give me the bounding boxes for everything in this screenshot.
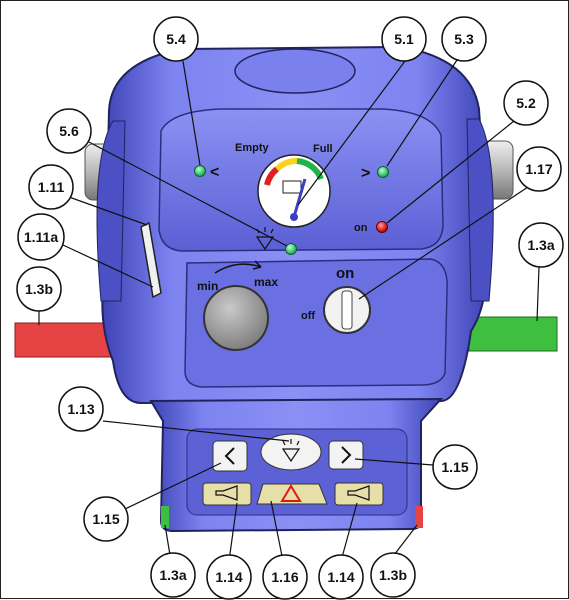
key-switch-slot (341, 290, 353, 330)
right-arrow-symbol: > (361, 165, 370, 182)
light-button-icon (281, 439, 301, 463)
gauge-band-green (296, 158, 324, 181)
svg-text:1.3b: 1.3b (25, 281, 53, 297)
svg-text:1.3a: 1.3a (159, 567, 186, 583)
callout-1-14-left: 1.14 (206, 554, 252, 600)
callout-1-3b-bottom: 1.3b (370, 552, 416, 598)
turn-left-button[interactable] (212, 440, 248, 472)
on-switch-label: on (336, 265, 354, 282)
light-indicator-lamp (285, 243, 297, 255)
callout-1-3b-left: 1.3b (16, 266, 62, 312)
power-on-lamp (376, 221, 388, 233)
svg-text:1.14: 1.14 (327, 569, 354, 585)
callout-1-3a-bottom: 1.3a (150, 552, 196, 598)
off-switch-label: off (301, 310, 315, 322)
rotate-arrowhead (252, 260, 262, 270)
right-bulge (466, 118, 494, 302)
left-arrow-symbol: < (210, 164, 219, 181)
svg-text:1.11: 1.11 (38, 179, 65, 195)
callout-1-17: 1.17 (516, 146, 562, 192)
svg-text:5.1: 5.1 (394, 31, 414, 47)
svg-text:5.4: 5.4 (166, 31, 186, 47)
callout-5-1: 5.1 (381, 16, 427, 62)
turn-right-button[interactable] (328, 440, 364, 470)
gauge-needle (292, 178, 307, 218)
turn-left-arrow-icon (224, 447, 235, 465)
hazard-button[interactable] (256, 483, 328, 505)
max-label: max (254, 275, 278, 289)
svg-text:5.6: 5.6 (59, 123, 79, 139)
horn-button-left[interactable] (202, 482, 252, 506)
svg-text:1.11a: 1.11a (24, 229, 58, 245)
bottom-right-red-tab (415, 506, 423, 528)
gauge-band-yellow (274, 157, 298, 172)
svg-text:1.15: 1.15 (441, 459, 468, 475)
hazard-triangle-icon (280, 484, 302, 502)
svg-text:1.16: 1.16 (271, 569, 298, 585)
min-label: min (197, 279, 218, 293)
svg-text:5.3: 5.3 (454, 31, 474, 47)
leader-lines (38, 56, 540, 562)
rotate-arrow-icon (214, 263, 262, 274)
top-ridge (234, 48, 356, 94)
horn-right-icon (347, 485, 370, 501)
svg-text:1.3b: 1.3b (379, 567, 407, 583)
empty-label: Empty (235, 142, 270, 154)
callout-5-2: 5.2 (503, 80, 549, 126)
right-indicator-lamp (377, 166, 389, 178)
svg-text:5.2: 5.2 (516, 95, 536, 111)
callout-5-3: 5.3 (441, 16, 487, 62)
horn-left-icon (215, 485, 238, 501)
callout-1-13: 1.13 (58, 386, 104, 432)
svg-text:1.17: 1.17 (525, 161, 552, 177)
svg-text:1.15: 1.15 (92, 511, 119, 527)
callout-1-11a: 1.11a (17, 213, 65, 261)
gauge-needle-hub (290, 213, 298, 221)
full-label: Full (313, 143, 333, 155)
left-indicator-lamp (194, 165, 206, 177)
gauge-band-red (264, 166, 280, 186)
battery-icon (282, 180, 302, 194)
on-lamp-label: on (354, 222, 368, 234)
callout-1-15-left: 1.15 (83, 496, 129, 542)
light-button[interactable] (260, 433, 322, 471)
horn-button-right[interactable] (334, 482, 384, 506)
callout-1-15-right: 1.15 (432, 444, 478, 490)
callout-5-6: 5.6 (46, 108, 92, 154)
svg-text:1.3a: 1.3a (527, 237, 554, 253)
bottom-left-green-tab (161, 506, 169, 528)
turn-right-arrow-icon (341, 446, 352, 464)
speed-knob[interactable] (203, 285, 269, 351)
callout-1-11: 1.11 (28, 164, 74, 210)
right-handle-green (468, 316, 558, 352)
svg-text:1.13: 1.13 (67, 401, 94, 417)
callout-1-3a-right: 1.3a (518, 222, 564, 268)
svg-text:1.14: 1.14 (215, 569, 242, 585)
callout-1-16: 1.16 (262, 554, 308, 600)
callout-5-4: 5.4 (153, 16, 199, 62)
callout-1-14-right: 1.14 (318, 554, 364, 600)
